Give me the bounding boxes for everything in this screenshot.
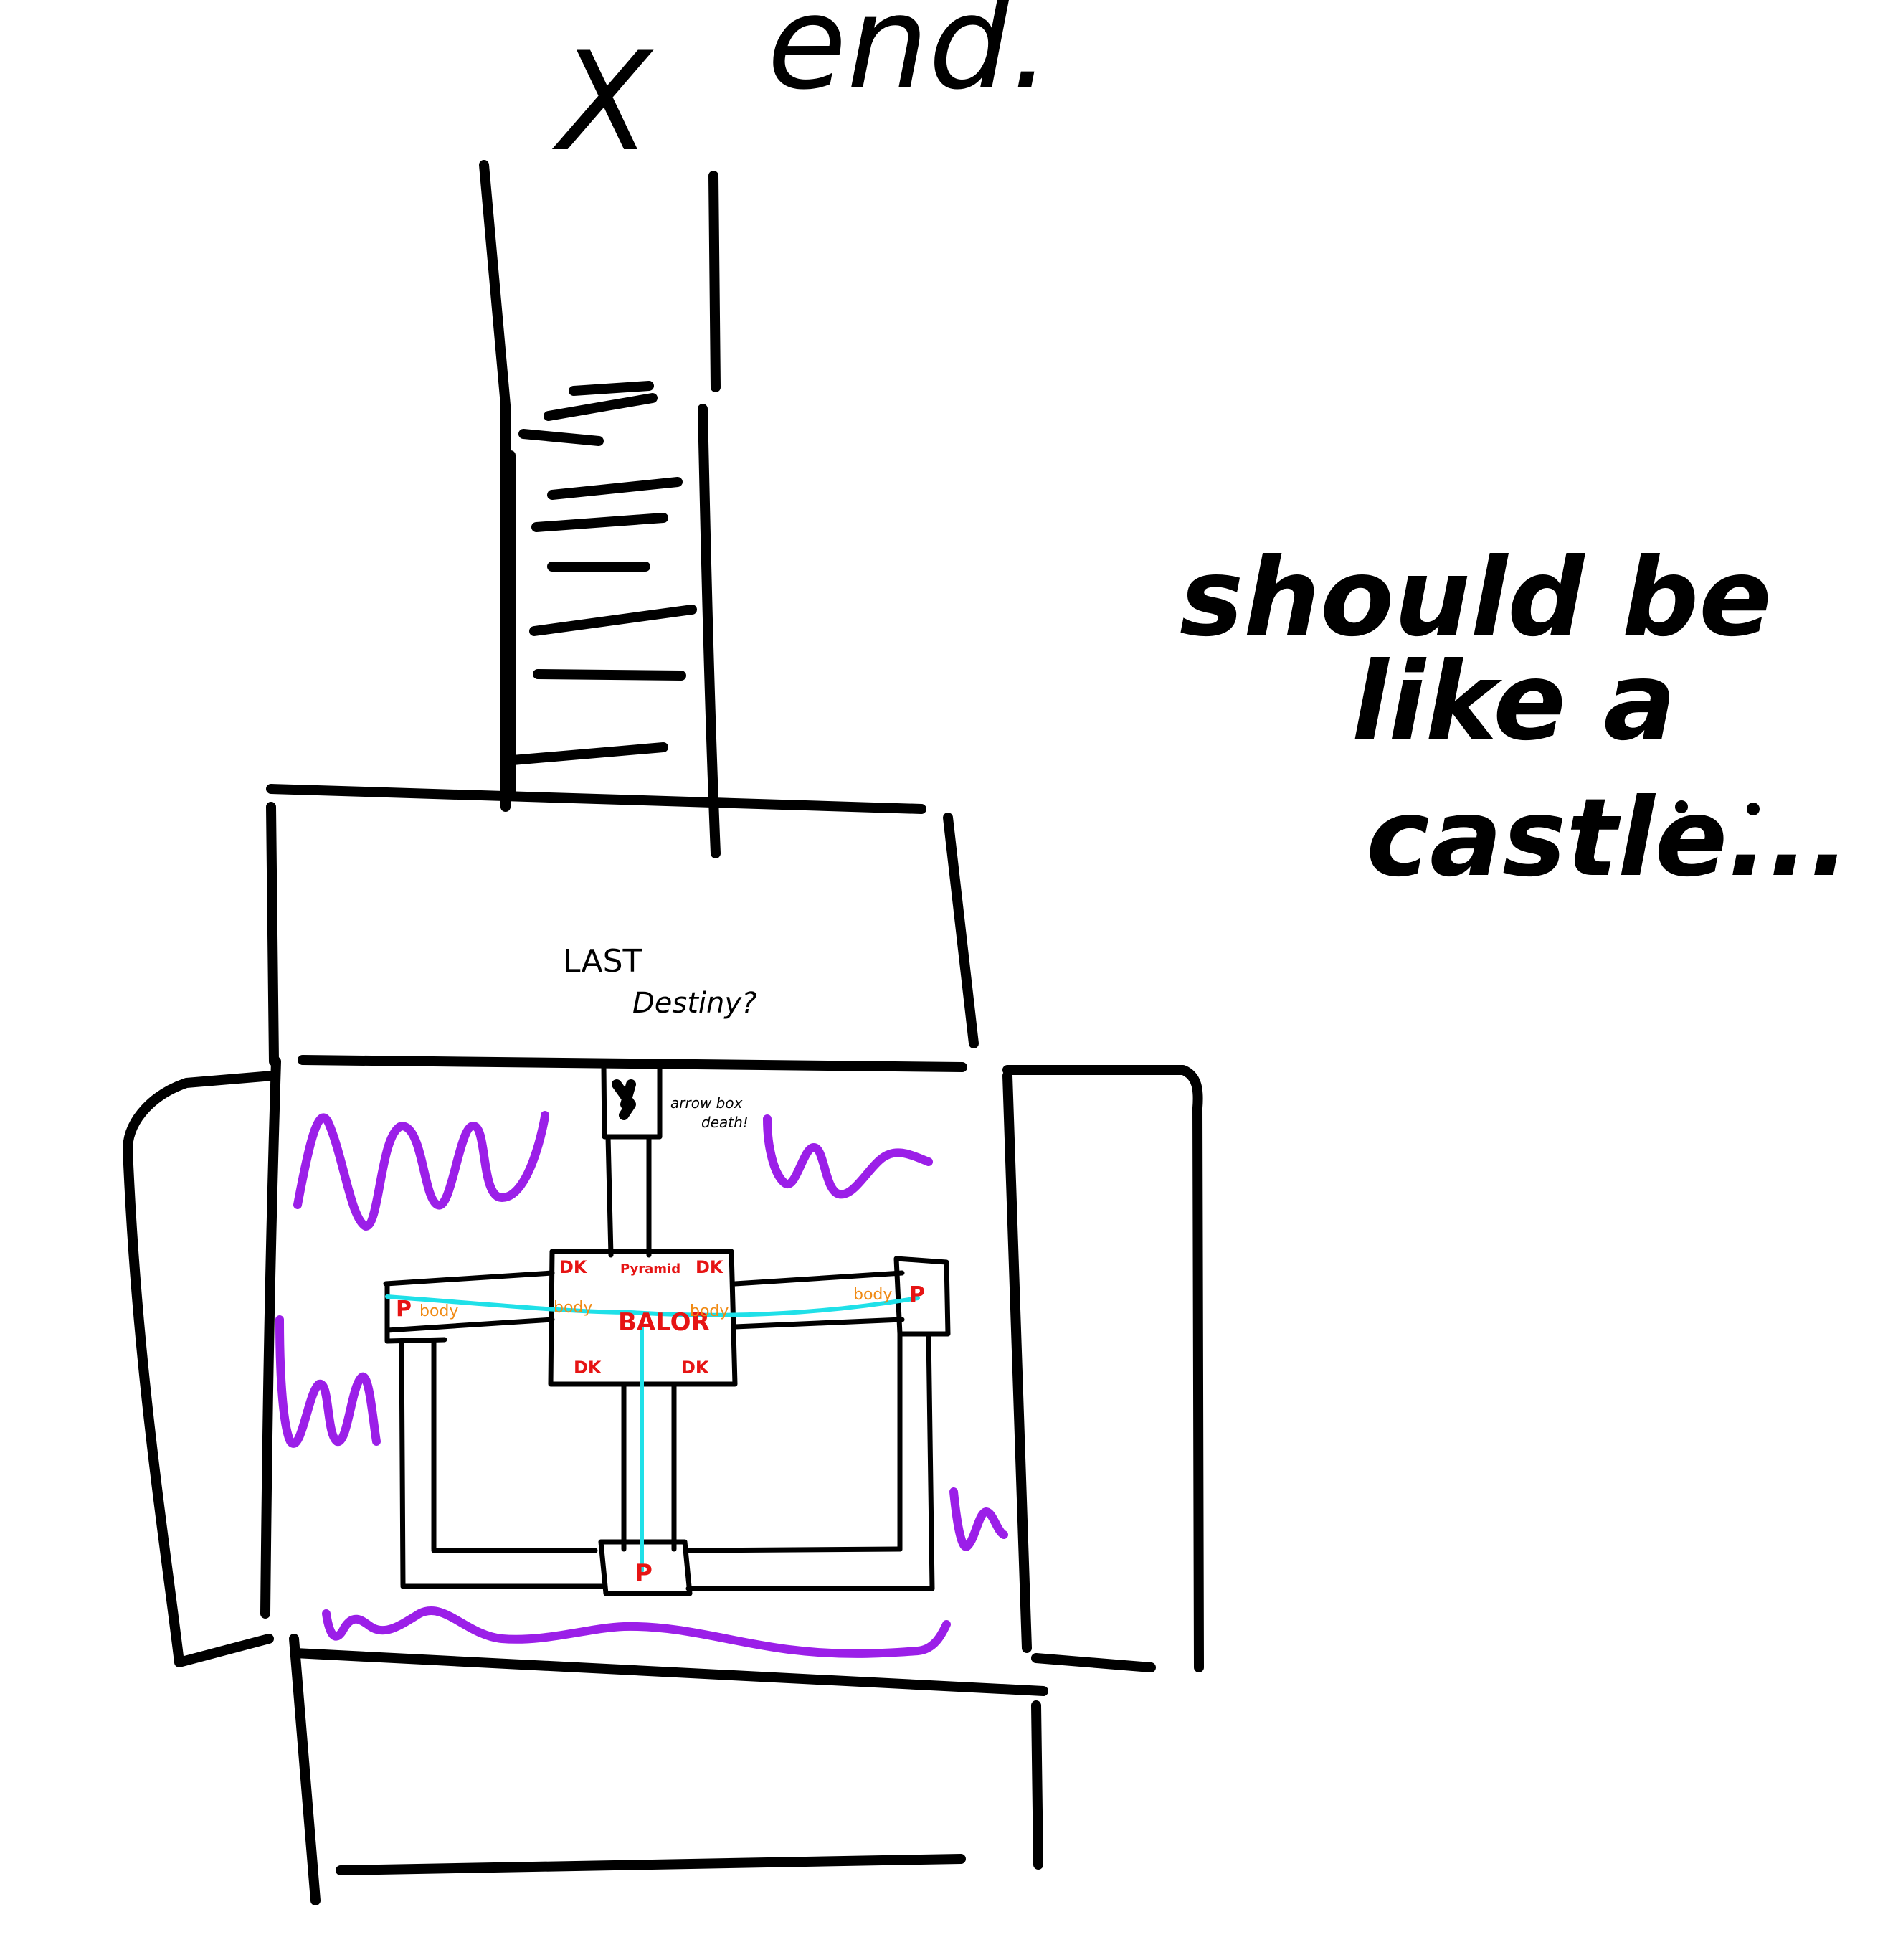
- left-tower-outline: [128, 1076, 272, 1662]
- lower-outer-corridor: [403, 1586, 932, 1589]
- note-last: LAST: [563, 943, 642, 980]
- main-divider: [303, 1060, 962, 1067]
- note-death: death!: [701, 1114, 749, 1131]
- upper-room-top: [271, 789, 921, 809]
- main-left-wall: [265, 1061, 276, 1614]
- castle-main: [128, 1060, 1199, 1900]
- label-corner-tl: DK: [559, 1257, 588, 1277]
- label-bottom-end: P: [635, 1559, 653, 1588]
- lower-bottom: [341, 1859, 961, 1870]
- ladder-rungs: [513, 386, 692, 760]
- note-arrow-box: arrow box: [670, 1094, 743, 1112]
- lower-inner-corridor: [434, 1549, 900, 1551]
- tower-right-wall-upper: [713, 176, 716, 387]
- note-like-a: like a: [1352, 640, 1676, 764]
- label-right-arm: body: [853, 1286, 892, 1304]
- note-end: end.: [767, 0, 1051, 118]
- upper-room-right: [948, 818, 974, 1043]
- lower-right-wall: [1036, 1705, 1038, 1865]
- label-top-center-room: Pyramid: [620, 1261, 680, 1277]
- note-destiny: Destiny?: [632, 987, 756, 1020]
- lower-divider: [295, 1653, 1043, 1691]
- label-corner-tr: DK: [696, 1257, 724, 1277]
- lower-left-wall: [294, 1639, 316, 1900]
- upper-room-left: [271, 807, 274, 1061]
- right-tower-outline: [1007, 1070, 1199, 1667]
- right-tower-bottom: [1036, 1658, 1151, 1667]
- note-x: X: [551, 23, 654, 181]
- label-right-inner: body: [690, 1302, 729, 1320]
- tower-left-wall: [484, 165, 506, 807]
- handwritten-notes: X end. should be like a castle... LAST D…: [551, 0, 1850, 1131]
- top-corridor: [608, 1137, 649, 1255]
- tower-right-wall-lower: [703, 409, 716, 853]
- label-right-end: P: [909, 1282, 925, 1307]
- bottom-vertical-corridor: [624, 1384, 674, 1549]
- label-corner-bl: DK: [574, 1358, 602, 1378]
- label-left-inner: body: [554, 1299, 592, 1317]
- note-castle: castle...: [1366, 776, 1850, 901]
- label-corner-br: DK: [681, 1358, 710, 1378]
- label-left-end: P: [396, 1297, 412, 1322]
- right-vertical-corridor: [900, 1334, 932, 1589]
- upper-room: [271, 789, 974, 1061]
- main-right-wall: [1007, 1076, 1027, 1648]
- left-vertical-corridor: [402, 1341, 434, 1585]
- label-left-arm: body: [419, 1302, 458, 1320]
- tower: [484, 165, 716, 853]
- trap-glyph: [617, 1084, 631, 1115]
